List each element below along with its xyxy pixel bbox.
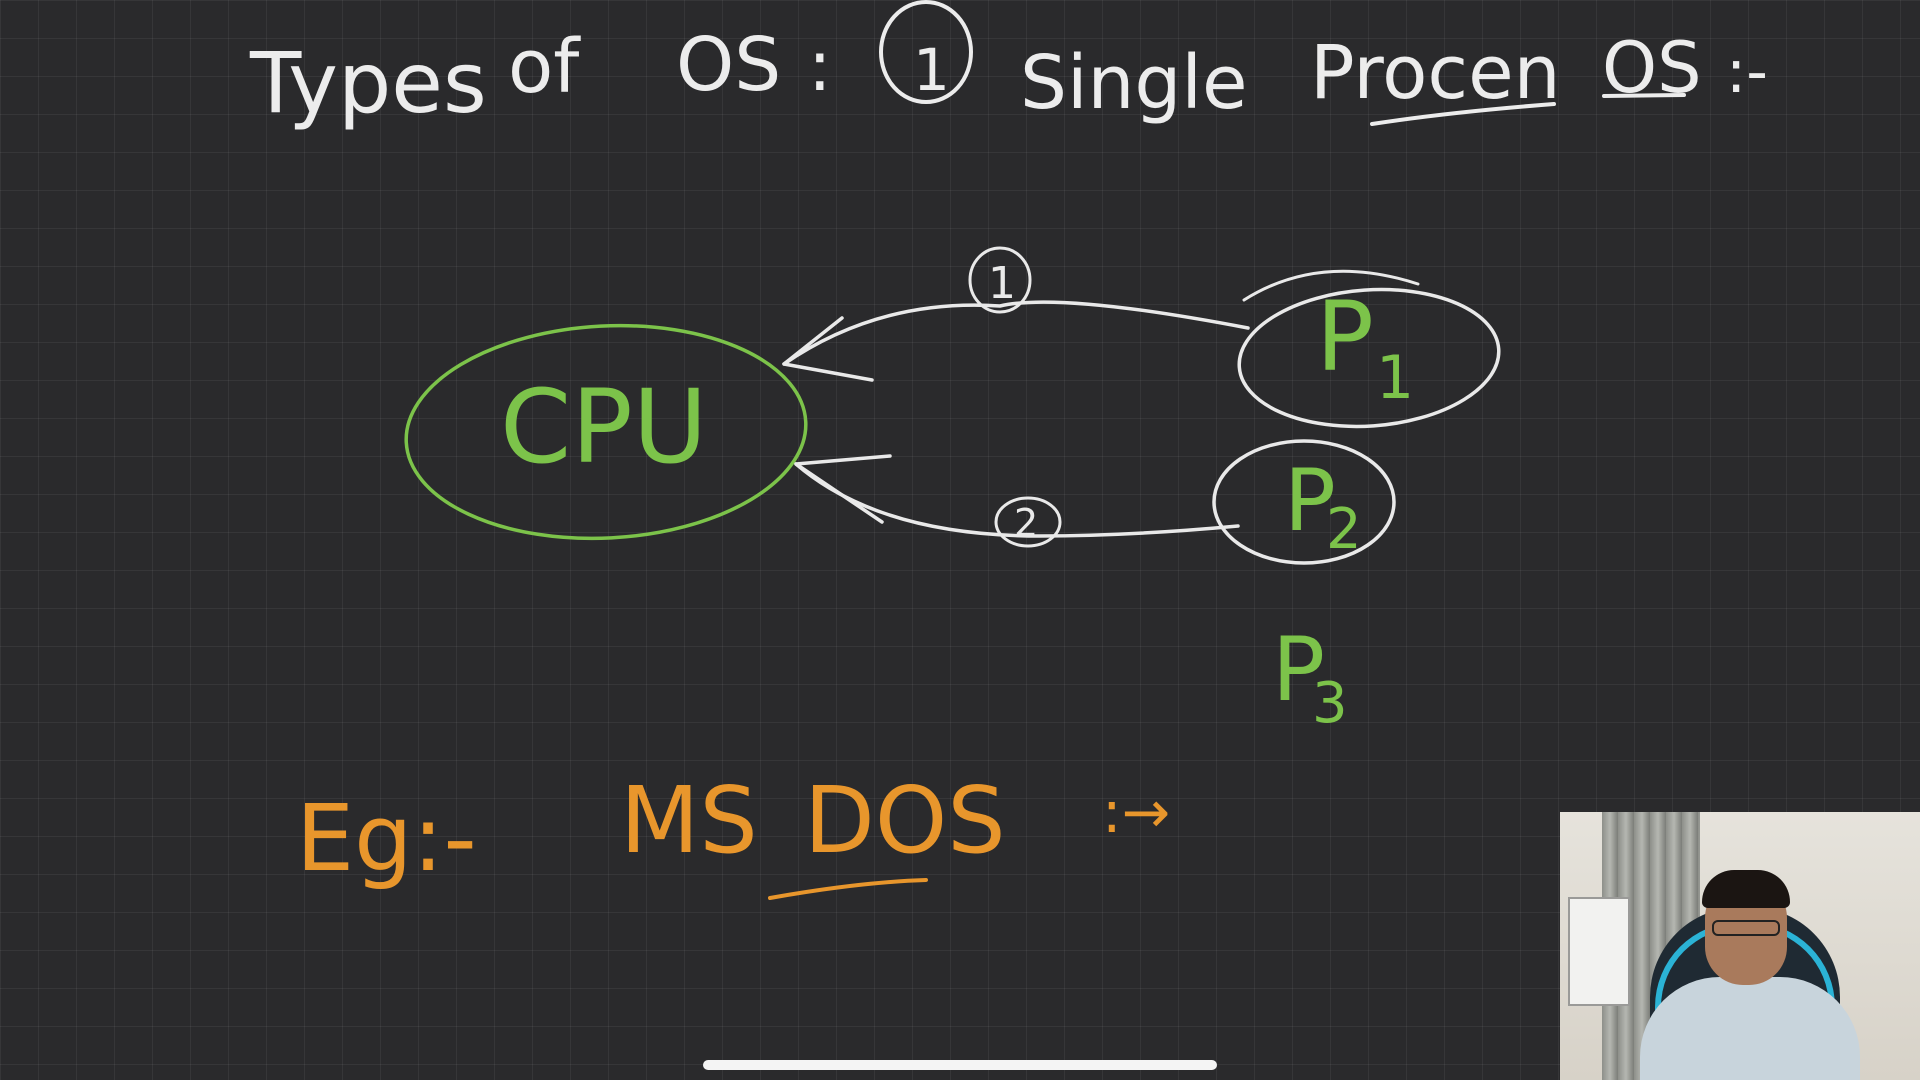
cpu-label: CPU — [500, 368, 707, 487]
presenter-glasses — [1712, 920, 1780, 936]
title-word-types: Types — [249, 34, 487, 132]
presenter-body — [1640, 977, 1860, 1080]
example-ms: MS — [620, 767, 758, 874]
process-underline — [1370, 102, 1556, 126]
arrow2-marker-label: 2 — [1014, 501, 1038, 545]
title-word-single: Single — [1020, 40, 1248, 126]
p2-subscript: 2 — [1326, 497, 1362, 562]
title-line: Types of OS : 1 Single Procen OS :- — [249, 22, 1768, 132]
arrow-p1-to-cpu — [782, 300, 1250, 366]
dos-underline — [768, 878, 928, 900]
p1-ellipse — [1237, 287, 1501, 429]
title-word-of: of — [508, 24, 581, 110]
example-arrow: :→ — [1102, 778, 1170, 846]
arrow1-marker-label: 1 — [988, 258, 1016, 309]
arrow1-marker-circle — [968, 246, 1032, 314]
title-word-os: OS — [676, 22, 781, 108]
p1-subscript: 1 — [1376, 343, 1414, 413]
p3-subscript: 3 — [1312, 671, 1348, 736]
p1-top-stroke — [1242, 269, 1420, 302]
home-indicator-bar[interactable] — [703, 1060, 1217, 1070]
p2-label: P — [1284, 451, 1336, 551]
os-underline — [1602, 93, 1686, 98]
p2-ellipse — [1212, 439, 1396, 565]
webcam-whiteboard — [1568, 897, 1630, 1006]
p1-label: P — [1316, 281, 1374, 393]
arrow-p2-head — [794, 454, 892, 524]
title-number: 1 — [913, 36, 950, 104]
example-prefix: Eg:- — [296, 785, 477, 892]
arrow2-marker-circle — [994, 496, 1062, 548]
cpu-ellipse — [404, 323, 808, 541]
p3-label: P — [1272, 618, 1325, 721]
title-colon: : — [808, 25, 832, 107]
title-number-circle — [879, 0, 973, 104]
title-word-process: Procen — [1310, 30, 1561, 116]
arrow-p1-head — [782, 316, 874, 382]
example-line: Eg:- MS DOS :→ — [296, 767, 1170, 892]
example-dos: DOS — [804, 767, 1006, 874]
presenter-hair — [1702, 870, 1790, 908]
presenter-webcam-feed — [1560, 812, 1920, 1080]
title-dash: :- — [1726, 37, 1768, 107]
